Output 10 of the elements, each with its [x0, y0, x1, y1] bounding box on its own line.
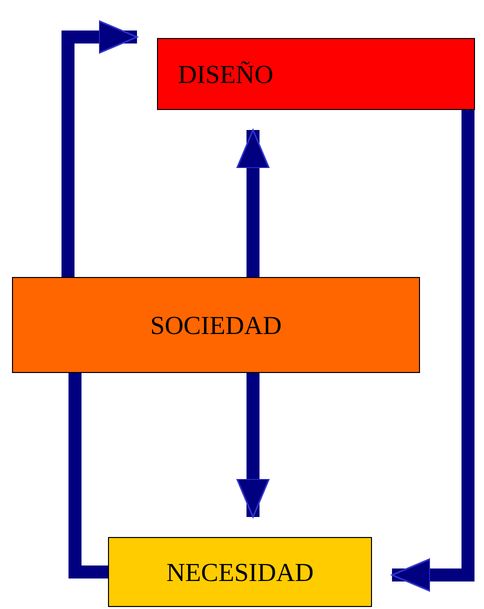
process-box — [12, 277, 420, 373]
arrow — [236, 373, 270, 518]
arrow — [62, 20, 138, 277]
box-label: SOCIEDAD — [150, 310, 282, 342]
process-box — [157, 38, 475, 110]
box-label: NECESIDAD — [166, 556, 314, 588]
arrow — [391, 110, 474, 592]
arrow — [236, 129, 270, 277]
process-box — [108, 537, 372, 607]
box-label: DISEÑO — [178, 58, 274, 90]
